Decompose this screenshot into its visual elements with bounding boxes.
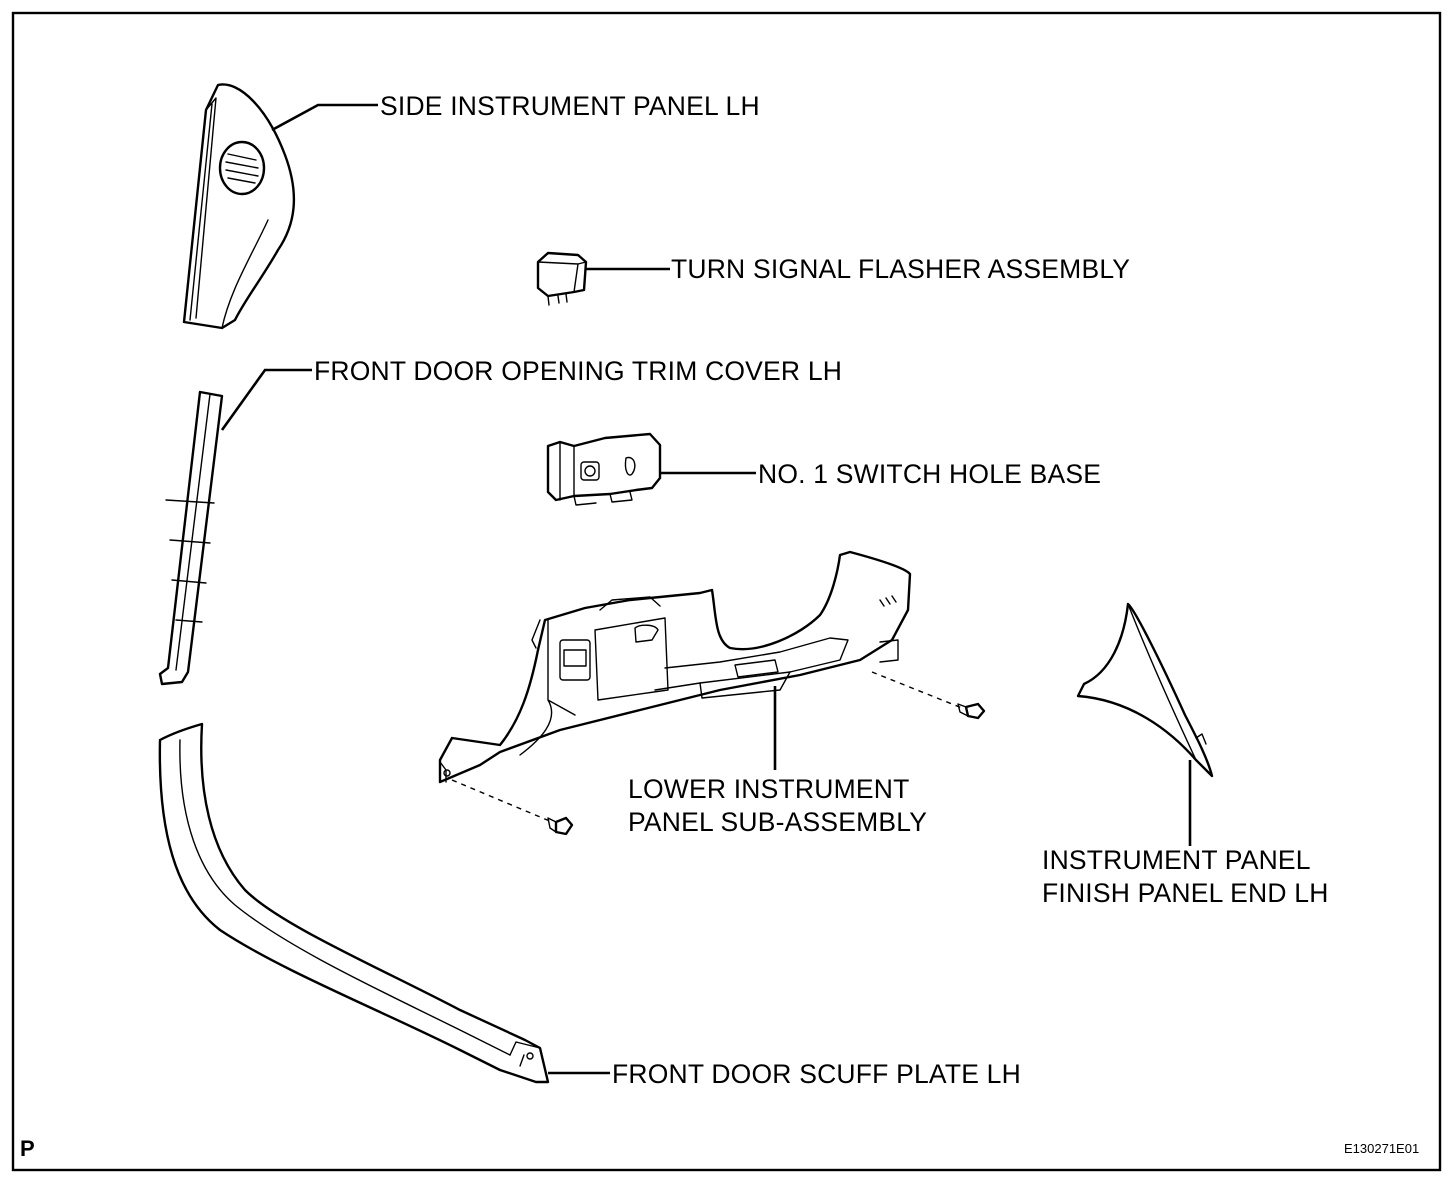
leader-front-door-opening-trim [220, 368, 312, 431]
screw-left [547, 816, 574, 836]
diagram-frame [11, 11, 1442, 1172]
switch-hole-base-part [546, 432, 662, 506]
side-instrument-panel-part [182, 83, 296, 330]
front-door-scuff-plate-part [158, 722, 550, 1084]
label-switch-hole-base: NO. 1 SWITCH HOLE BASE [758, 459, 1102, 489]
leader-side-instrument-panel [271, 103, 378, 132]
label-lower-instrument-panel-line2: PANEL SUB-ASSEMBLY [628, 807, 928, 837]
label-front-door-opening-trim: FRONT DOOR OPENING TRIM COVER LH [314, 356, 843, 386]
lower-instrument-panel-part [438, 550, 912, 784]
screw-right-guide [871, 671, 963, 709]
front-door-opening-trim-part [158, 390, 224, 686]
label-finish-panel-end-line2: FINISH PANEL END LH [1042, 878, 1329, 908]
screw-right [957, 702, 986, 720]
figure-code: E130271E01 [1344, 1141, 1420, 1156]
label-finish-panel-end-line1: INSTRUMENT PANEL [1042, 845, 1311, 875]
finish-panel-end-part [1076, 602, 1214, 778]
screw-left-guide [451, 779, 553, 823]
label-turn-signal-flasher: TURN SIGNAL FLASHER ASSEMBLY [671, 254, 1131, 284]
label-front-door-scuff-plate: FRONT DOOR SCUFF PLATE LH [612, 1059, 1021, 1089]
label-lower-instrument-panel-line1: LOWER INSTRUMENT [628, 774, 910, 804]
label-side-instrument-panel: SIDE INSTRUMENT PANEL LH [380, 91, 760, 121]
turn-signal-flasher-part [536, 251, 588, 306]
corner-mark: P [20, 1136, 35, 1161]
